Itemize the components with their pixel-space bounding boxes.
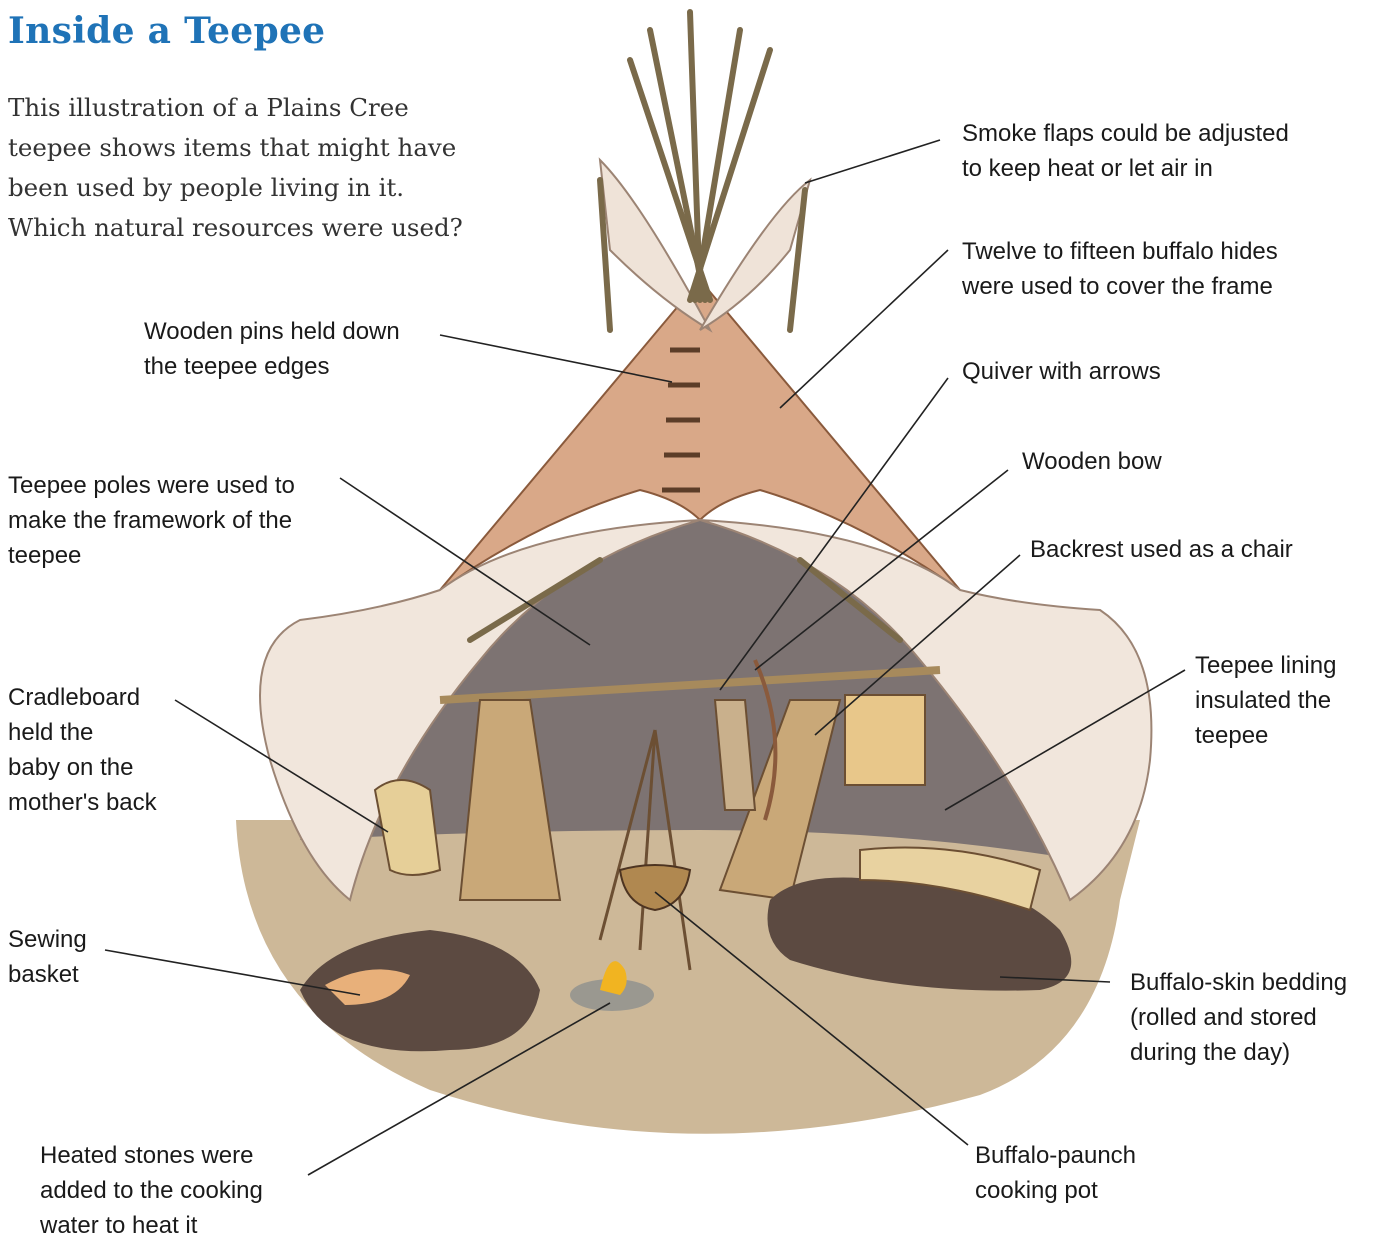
label-line: insulated the [1195,683,1336,718]
page-title: Inside a Teepee [8,10,325,52]
label-teepee-poles: Teepee poles were used to make the frame… [8,468,295,573]
label-line: water to heat it [40,1208,263,1243]
label-line: Teepee poles were used to [8,468,295,503]
label-wooden-pins: Wooden pins held down the teepee edges [144,314,400,384]
label-backrest: Backrest used as a chair [1030,532,1293,567]
label-wooden-bow: Wooden bow [1022,444,1162,479]
label-line: held the [8,715,157,750]
label-heated-stones: Heated stones were added to the cooking … [40,1138,263,1243]
label-line: Cradleboard [8,680,157,715]
label-line: Buffalo-skin bedding [1130,965,1347,1000]
label-line: Smoke flaps could be adjusted [962,116,1289,151]
label-line: Quiver with arrows [962,354,1161,389]
label-line: teepee [1195,718,1336,753]
intro-line: This illustration of a Plains Cree [8,88,528,128]
label-line: make the framework of the [8,503,295,538]
intro-paragraph: This illustration of a Plains Cree teepe… [8,88,528,248]
label-bedding: Buffalo-skin bedding (rolled and stored … [1130,965,1347,1070]
label-line: (rolled and stored [1130,1000,1347,1035]
label-line: the teepee edges [144,349,400,384]
label-line: teepee [8,538,295,573]
parfleche-bag [845,695,925,785]
intro-line: Which natural resources were used? [8,208,528,248]
label-quiver: Quiver with arrows [962,354,1161,389]
label-line: baby on the [8,750,157,785]
label-teepee-lining: Teepee lining insulated the teepee [1195,648,1336,753]
label-line: during the day) [1130,1035,1347,1070]
label-buffalo-hides: Twelve to fifteen buffalo hides were use… [962,234,1278,304]
intro-line: teepee shows items that might have [8,128,528,168]
label-line: basket [8,957,87,992]
label-line: Twelve to fifteen buffalo hides [962,234,1278,269]
label-line: Teepee lining [1195,648,1336,683]
label-line: Wooden bow [1022,444,1162,479]
label-line: added to the cooking [40,1173,263,1208]
label-sewing-basket: Sewing basket [8,922,87,992]
label-line: mother's back [8,785,157,820]
label-line: were used to cover the frame [962,269,1278,304]
label-line: Backrest used as a chair [1030,532,1293,567]
label-cooking-pot: Buffalo-paunch cooking pot [975,1138,1136,1208]
label-line: Sewing [8,922,87,957]
label-smoke-flaps: Smoke flaps could be adjusted to keep he… [962,116,1289,186]
intro-line: been used by people living in it. [8,168,528,208]
label-line: to keep heat or let air in [962,151,1289,186]
label-cradleboard: Cradleboard held the baby on the mother'… [8,680,157,820]
label-line: Buffalo-paunch [975,1138,1136,1173]
label-line: Heated stones were [40,1138,263,1173]
label-line: Wooden pins held down [144,314,400,349]
label-line: cooking pot [975,1173,1136,1208]
